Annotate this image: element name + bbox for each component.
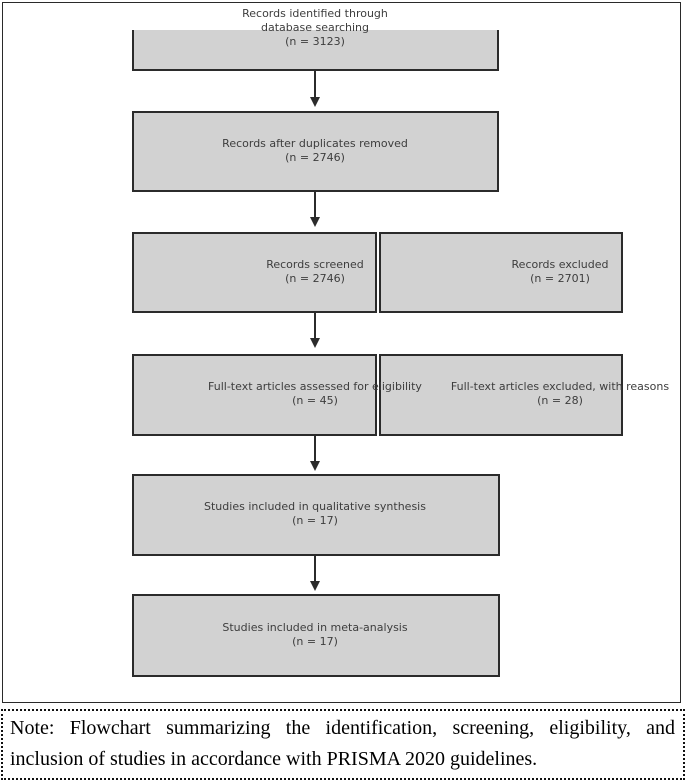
box-records-identified [132, 30, 499, 71]
label-count: (n = 2746) [285, 272, 345, 285]
box-fulltext-assessed [132, 354, 377, 436]
label-line: Records excluded [511, 258, 609, 271]
down-arrow-5-head [310, 581, 320, 591]
down-arrow-4-shaft [314, 436, 316, 463]
label-records-excluded: Records excluded (n = 2701) [410, 258, 686, 286]
down-arrow-1-shaft [314, 71, 316, 99]
label-line: Full-text articles excluded, with reason… [450, 380, 670, 393]
down-arrow-5-shaft [314, 556, 316, 583]
label-fulltext-excluded: Full-text articles excluded, with reason… [420, 380, 686, 408]
label-count: (n = 17) [292, 514, 338, 527]
box-records-screened [132, 232, 377, 313]
down-arrow-3-head [310, 338, 320, 348]
label-line: Studies included in qualitative synthesi… [204, 500, 426, 513]
label-count: (n = 45) [292, 394, 338, 407]
box-qualitative-synthesis [132, 474, 500, 556]
label-records-screened: Records screened (n = 2746) [165, 258, 465, 286]
figure-note: Note: Flowchart summarizing the identifi… [1, 709, 685, 780]
down-arrow-4-head [310, 461, 320, 471]
page-border [2, 2, 681, 703]
label-line: Full-text articles assessed for eligibil… [208, 380, 422, 393]
box-meta-analysis [132, 594, 500, 677]
label-meta-analysis: Studies included in meta-analysis (n = 1… [165, 621, 465, 649]
label-line: Records screened [266, 258, 364, 271]
label-count: (n = 2746) [285, 151, 345, 164]
label-line: Studies included in meta-analysis [222, 621, 408, 634]
label-line: database searching [260, 21, 370, 34]
label-count: (n = 17) [292, 635, 338, 648]
label-count: (n = 2701) [530, 272, 590, 285]
down-arrow-2-head [310, 217, 320, 227]
label-line: Records after duplicates removed [222, 137, 408, 150]
down-arrow-2-shaft [314, 192, 316, 219]
down-arrow-3-shaft [314, 313, 316, 340]
label-count: (n = 3123) [285, 35, 345, 48]
label-qualitative-synthesis: Studies included in qualitative synthesi… [165, 500, 465, 528]
label-fulltext-assessed: Full-text articles assessed for eligibil… [155, 380, 475, 408]
box-records-excluded [379, 232, 623, 313]
box-duplicates-removed [132, 111, 499, 192]
label-records-identified: Records identified through database sear… [165, 7, 465, 49]
note-line-1: Note: Flowchart summarizing the identifi… [10, 717, 675, 739]
box-fulltext-excluded [379, 354, 623, 436]
label-duplicates-removed: Records after duplicates removed (n = 27… [165, 137, 465, 165]
label-count: (n = 28) [537, 394, 583, 407]
down-arrow-1-head [310, 97, 320, 107]
note-line-2: inclusion of studies in accordance with … [10, 748, 538, 770]
label-line: Records identified through [242, 7, 388, 20]
